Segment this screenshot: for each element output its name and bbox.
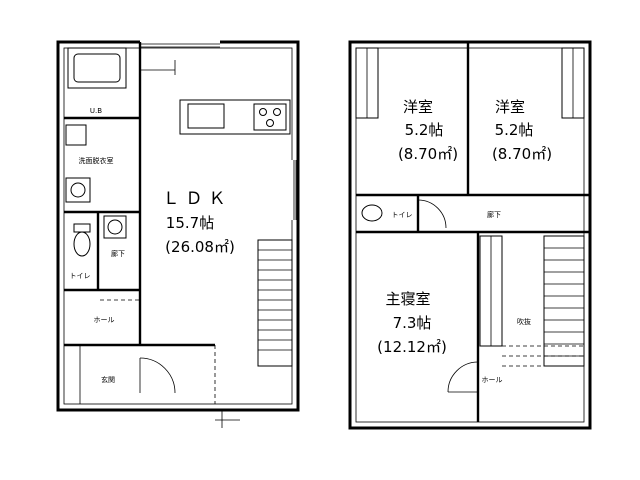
room1-size: 5.2帖 bbox=[405, 121, 444, 139]
master-area: (12.12㎡) bbox=[377, 338, 447, 356]
master-name: 主寝室 bbox=[385, 290, 430, 308]
room2-area: (8.70㎡) bbox=[492, 145, 552, 163]
floor2-outer-wall bbox=[348, 40, 592, 430]
master-size: 7.3帖 bbox=[393, 314, 432, 332]
hall2-label-f1: ホール bbox=[94, 316, 115, 324]
ldk-size: 15.7帖 bbox=[166, 214, 214, 232]
toilet-label-f2: トイレ bbox=[392, 211, 413, 219]
room1-name: 洋室 bbox=[403, 98, 433, 116]
floor2-plan: トイレ 廊下 吹抜 ホール 洋室 5.2帖 (8.70㎡) bbox=[348, 40, 592, 430]
void-label: 吹抜 bbox=[517, 317, 531, 326]
bath-label: U.B bbox=[90, 107, 102, 115]
ldk-name: ＬＤＫ bbox=[163, 189, 232, 209]
ldk-area: (26.08㎡) bbox=[165, 238, 235, 256]
stairs-f2 bbox=[543, 235, 585, 367]
toilet-fixture bbox=[73, 231, 91, 257]
hall-label-f1: 廊下 bbox=[111, 249, 125, 258]
floor1-plan: U.B 洗面脱衣室 トイレ 廊下 ホール 玄関 bbox=[56, 40, 300, 428]
entrance-label: 玄関 bbox=[101, 375, 115, 384]
room2-name: 洋室 bbox=[495, 98, 525, 116]
hall2-label-f2: ホール bbox=[482, 376, 503, 384]
room2-size: 5.2帖 bbox=[495, 121, 534, 139]
hall-label-f2: 廊下 bbox=[487, 210, 501, 219]
washroom-label: 洗面脱衣室 bbox=[79, 156, 114, 165]
room1-area: (8.70㎡) bbox=[398, 145, 458, 163]
toilet-label-f1: トイレ bbox=[70, 272, 91, 280]
toilet-fixture-f2 bbox=[361, 204, 383, 222]
stairs-f1 bbox=[257, 239, 293, 367]
